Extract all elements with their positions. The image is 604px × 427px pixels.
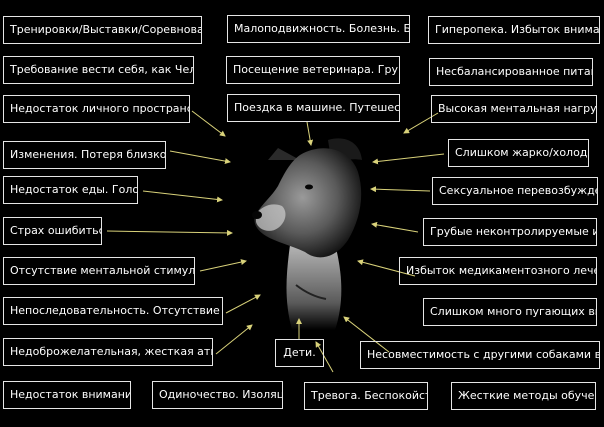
connector-arrow bbox=[225, 294, 261, 314]
dog-collar-shape bbox=[295, 284, 327, 300]
connector-arrow bbox=[306, 121, 314, 146]
dog-head-shape bbox=[254, 148, 362, 258]
factor-box: Страх ошибиться bbox=[3, 217, 102, 245]
dog-eye-shape bbox=[305, 184, 313, 190]
factor-box: Непоследовательность. Отсутствие правил bbox=[3, 297, 223, 325]
connector-arrow bbox=[215, 324, 253, 355]
factor-box: Несовместимость с другими собаками в сем… bbox=[360, 341, 600, 369]
dog-left-ear-shape bbox=[268, 148, 300, 160]
connector-arrow bbox=[106, 229, 233, 236]
factor-box: Сексуальное перевозбуждение bbox=[432, 177, 598, 205]
connector-arrow bbox=[315, 341, 334, 373]
factor-box: Тревога. Беспокойство. bbox=[304, 382, 428, 410]
factor-box: Грубые неконтролируемые игры bbox=[423, 218, 597, 246]
dog-muzzle-shape bbox=[256, 204, 286, 231]
connector-arrow bbox=[371, 221, 419, 233]
factor-box: Недостаток личного пространства bbox=[3, 95, 190, 123]
factor-box: Требование вести себя, как Человек bbox=[3, 56, 194, 84]
factor-box: Избыток медикаментозного лечения bbox=[399, 257, 597, 285]
connector-arrow bbox=[357, 259, 416, 277]
connector-arrow bbox=[142, 190, 223, 203]
connector-arrow bbox=[343, 316, 390, 353]
connector-arrow bbox=[372, 153, 445, 165]
factor-box: Слишком много пугающих ввуков bbox=[423, 298, 597, 326]
factor-box: Поездка в машине. Путешествие. bbox=[227, 94, 400, 122]
factor-box: Слишком жарко/холодно bbox=[448, 139, 589, 167]
factor-box: Несбалансированное питание bbox=[429, 58, 593, 86]
connector-arrow bbox=[403, 112, 439, 134]
factor-box: Изменения. Потеря близкого. bbox=[3, 141, 166, 169]
factor-box: Недостаток еды. Голод. bbox=[3, 176, 138, 204]
factor-box: Посещение ветеринара. Груминг. bbox=[226, 56, 400, 84]
factor-box: Недостаток внимания bbox=[3, 381, 131, 409]
connector-arrow bbox=[169, 150, 231, 165]
factor-box: Жесткие методы обучения bbox=[451, 382, 596, 410]
dog-nose-shape bbox=[252, 211, 262, 219]
factor-box: Малоподвижность. Болезнь. Боль bbox=[227, 15, 410, 43]
factor-box: Одиночество. Изоляция. bbox=[152, 381, 283, 409]
factor-box: Отсутствие ментальной стимуляции bbox=[3, 257, 195, 285]
connector-arrow bbox=[370, 186, 431, 193]
factor-box: Высокая ментальная нагрузка bbox=[431, 95, 597, 123]
factor-box: Гиперопека. Избыток внимания bbox=[428, 16, 600, 44]
factor-box: Дети. bbox=[275, 339, 324, 367]
connector-arrow bbox=[199, 259, 247, 272]
factor-box: Недоброжелательная, жесткая атмосфера bbox=[3, 338, 213, 366]
factor-box: Тренировки/Выставки/Соревнования bbox=[3, 16, 202, 44]
connector-arrow bbox=[191, 110, 226, 137]
dog-chest-shape bbox=[286, 240, 342, 330]
